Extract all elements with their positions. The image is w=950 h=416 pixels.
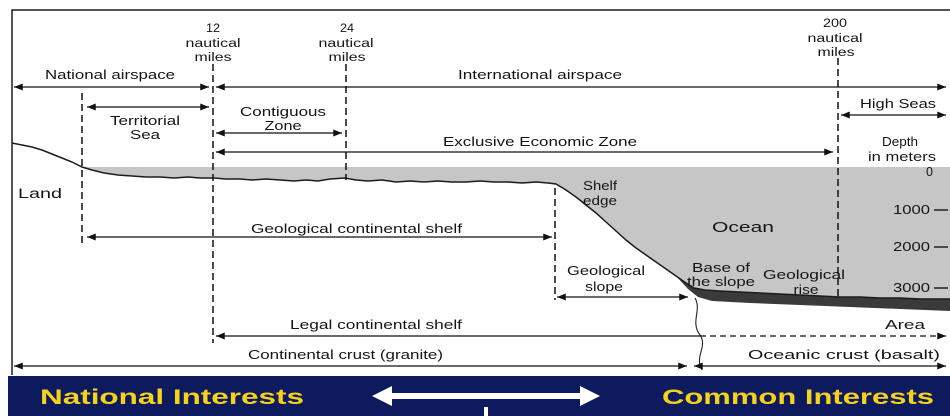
geological-continental-shelf-label: Geological continental shelf (251, 222, 463, 236)
geological-slope-label-1: Geological (567, 264, 645, 278)
limit-12nm-number: 12 (206, 23, 220, 35)
oceanic-crust-label: Oceanic crust (basalt) (748, 348, 940, 362)
base-of-slope-label-1: Base of (692, 261, 751, 275)
geological-slope-label-2: slope (585, 280, 623, 294)
ocean-water (82, 167, 950, 299)
diagram-frame (11, 9, 950, 375)
seafloor-profile (11, 142, 950, 300)
limit-200nm-number: 200 (823, 18, 847, 30)
territorial-sea-label-2: Sea (130, 128, 160, 142)
limit-24nm-unit-2: miles (329, 52, 366, 64)
double-arrow-icon (372, 386, 600, 406)
continental-crust-label: Continental crust (granite) (248, 348, 443, 362)
limit-12nm-unit-1: nautical (186, 38, 241, 50)
banner-mark (484, 407, 488, 416)
depth-scale-title-1: Depth (882, 135, 918, 149)
limit-200nm-unit-1: nautical (808, 33, 863, 45)
national-airspace-label: National airspace (45, 68, 175, 82)
high-seas-label: High Seas (860, 97, 936, 111)
shelf-edge-label-2: edge (583, 194, 617, 208)
depth-tick-label-2000: 2000 (893, 240, 930, 254)
depth-tick-label-1000: 1000 (893, 203, 930, 217)
ocean-label: Ocean (712, 219, 774, 236)
limit-24nm-unit-1: nautical (319, 38, 374, 50)
depth-tick-label-3000: 3000 (893, 281, 930, 295)
contiguous-zone-label-1: Contiguous (240, 105, 326, 119)
crust-boundary-line (694, 297, 704, 371)
eez-label: Exclusive Economic Zone (443, 135, 637, 149)
international-airspace-label: International airspace (458, 68, 622, 82)
sediment-wedge (676, 276, 950, 311)
depth-scale-title-2: in meters (868, 150, 936, 164)
territorial-sea-label-1: Territorial (110, 114, 180, 128)
geological-rise-label-1: Geological (763, 268, 845, 282)
common-interests-label: Common Interests (662, 386, 934, 409)
shelf-edge-label-1: Shelf (583, 179, 618, 193)
base-of-slope-label-2: the slope (687, 275, 755, 289)
limit-12nm-unit-2: miles (195, 52, 232, 64)
geological-rise-label-2: rise (794, 283, 819, 297)
limit-200nm-unit-2: miles (818, 47, 855, 59)
land-label: Land (18, 186, 62, 201)
contiguous-zone-label-2: Zone (265, 119, 302, 133)
depth-tick-label-0: 0 (926, 165, 933, 179)
national-interests-label: National Interests (40, 386, 304, 409)
area-label: Area (885, 318, 925, 332)
limit-24nm-number: 24 (340, 23, 355, 35)
legal-continental-shelf-label: Legal continental shelf (290, 318, 463, 332)
